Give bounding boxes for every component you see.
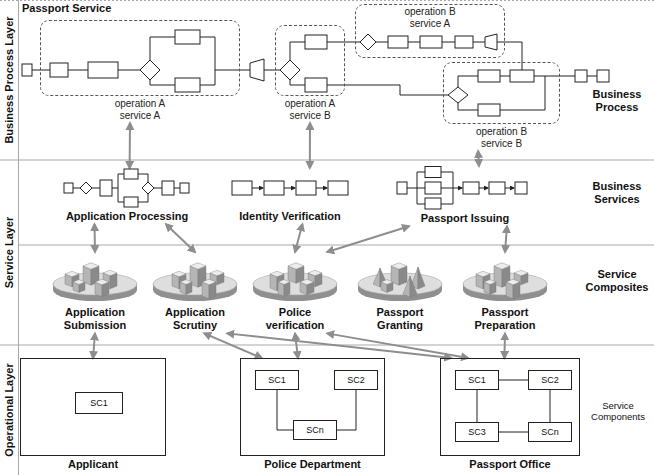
mapping-arrow (505, 226, 507, 252)
mini-flow (228, 168, 352, 208)
dashed-frame (443, 62, 560, 124)
component-link (550, 390, 551, 422)
component-name: SC3 (455, 422, 499, 442)
service-component: SCn (293, 420, 337, 440)
mapping-arrow (309, 123, 311, 168)
layer-band: Operational LayerService ComponentsAppli… (0, 345, 654, 475)
service-component: SC1 (75, 392, 123, 414)
node-label: Police verification (253, 306, 337, 332)
component-name: SC1 (255, 370, 299, 390)
node-label: Applicant (18, 458, 168, 471)
operation-group: operation B service B (443, 62, 560, 151)
component-link (499, 432, 528, 433)
composite-disk (354, 252, 446, 304)
node-label: Passport Issuing (390, 212, 540, 225)
service-component: SC1 (455, 370, 499, 390)
component-link (499, 380, 528, 381)
service-component: SC3 (455, 422, 499, 442)
organization-box: Applicant SC1 (20, 358, 166, 472)
component-name: SCn (528, 422, 572, 442)
node-label: Identity Verification (215, 210, 365, 223)
layer-name: Business Process Layer (0, 0, 18, 160)
operation-group: operation A service A (40, 20, 240, 123)
level-name: Business Process (582, 88, 652, 114)
component-name: SC2 (334, 370, 378, 390)
layer-band: Service Layer Business ServicesService Co… (0, 160, 654, 345)
organization-box: Police Department SC1 SC2SCn (240, 358, 385, 472)
operation-label: operation B service B (466, 126, 538, 150)
mini-flow (395, 166, 535, 210)
component-name: SC1 (455, 370, 499, 390)
service-composite: Passport Granting (354, 252, 446, 333)
service-composite: Application Scrutiny (149, 252, 241, 333)
composite-disk (249, 252, 341, 304)
diagram-title: Passport Service (22, 2, 111, 15)
business-service: Passport Issuing (395, 166, 535, 226)
node-label: Application Submission (53, 306, 137, 332)
node-label: Police Department (238, 458, 388, 471)
component-link (477, 390, 478, 422)
composite-disk (149, 252, 241, 304)
mapping-arrow (295, 224, 302, 252)
mapping-arrow (327, 333, 468, 358)
node-label: Application Scrutiny (153, 306, 237, 332)
layer-band: Business Process LayerBusiness Process op… (0, 0, 654, 160)
component-name: SC2 (528, 370, 572, 390)
mapping-arrow (94, 224, 97, 252)
mapping-arrow (93, 333, 95, 358)
composite-disk (49, 252, 141, 304)
node-label: Passport Granting (358, 306, 442, 332)
service-component: SC2 (334, 370, 378, 390)
organization-box: Passport OfficeSC1SC2SC3SCn (440, 358, 580, 472)
component-name: SC1 (75, 392, 123, 414)
service-composite: Police verification (249, 252, 341, 333)
service-component: SCn (528, 422, 572, 442)
node-label: Passport Office (435, 458, 585, 471)
dashed-frame (275, 25, 345, 96)
service-composite: Passport Preparation (459, 252, 551, 333)
business-service: Application Processing (62, 168, 192, 224)
node-label: Application Processing (52, 210, 202, 223)
node-label: Passport Preparation (463, 306, 547, 332)
component-link (277, 390, 293, 430)
mapping-arrow (477, 151, 480, 166)
level-name: Service Composites (582, 268, 652, 294)
operation-label: operation A service B (274, 98, 346, 122)
layer-name: Service Layer (0, 160, 18, 345)
operation-group: operation A service B (275, 25, 345, 123)
operation-label: operation B service A (394, 6, 466, 30)
component-link (337, 390, 356, 430)
mapping-arrow (295, 333, 298, 358)
dashed-frame (40, 20, 240, 96)
mapping-arrow (227, 333, 451, 358)
service-component: SC2 (528, 370, 572, 390)
operation-group: operation B service A (355, 4, 505, 58)
service-component: SC1 (255, 370, 299, 390)
level-name: Service Components (586, 400, 650, 423)
mapping-arrow (129, 123, 131, 168)
level-name: Business Services (582, 180, 652, 206)
layer-name: Operational Layer (0, 345, 18, 475)
mapping-arrow (166, 224, 195, 252)
mapping-arrow (327, 226, 409, 252)
component-name: SCn (293, 420, 337, 440)
business-service: Identity Verification (228, 168, 352, 224)
mapping-arrow (503, 333, 506, 358)
operation-label: operation A service A (104, 98, 176, 122)
service-composite: Application Submission (49, 252, 141, 333)
mini-flow (62, 168, 192, 208)
composite-disk (459, 252, 551, 304)
